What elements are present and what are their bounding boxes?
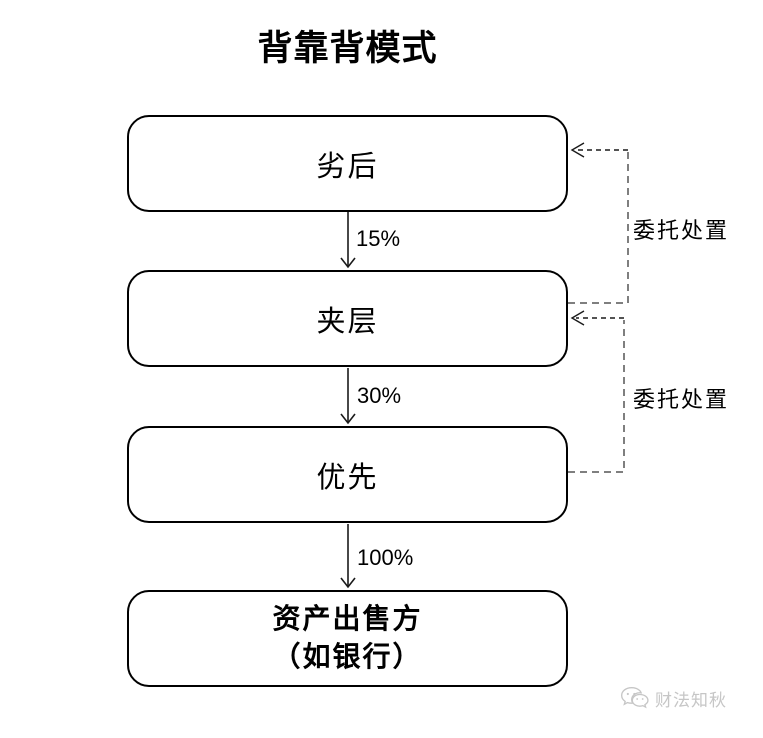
entrust-connector-2-arrow (570, 310, 624, 326)
watermark-text: 财法知秋 (655, 691, 727, 710)
flow-arrow-senior-to-seller (340, 524, 356, 589)
node-asset-seller-label-line2: （如银行） (272, 641, 423, 673)
flow-arrow-subordinate-to-mezzanine (340, 212, 356, 269)
flow-label-15pct: 15% (356, 226, 401, 251)
node-subordinate-label: 劣后 (316, 150, 379, 183)
node-mezzanine: 夹层 (127, 270, 568, 367)
flow-arrow-mezzanine-to-senior (340, 368, 356, 425)
wechat-icon (620, 686, 649, 709)
node-asset-seller-label-line1: 资产出售方 (272, 603, 423, 635)
node-senior: 优先 (127, 426, 568, 523)
watermark: 财法知秋 (620, 686, 727, 711)
node-asset-seller: 资产出售方 （如银行） (127, 590, 568, 687)
diagram-title: 背靠背模式 (257, 29, 438, 68)
entrust-connector-1-arrow (570, 142, 628, 158)
flow-label-100pct: 100% (357, 545, 414, 570)
entrust-label-1: 委托处置 (633, 218, 730, 243)
node-senior-label: 优先 (316, 461, 379, 494)
node-subordinate: 劣后 (127, 115, 568, 212)
entrust-connector-1-source-line (568, 152, 629, 304)
flow-label-30pct: 30% (357, 383, 402, 408)
entrust-label-2: 委托处置 (633, 387, 730, 412)
entrust-connector-2-source-line (568, 320, 625, 473)
node-mezzanine-label: 夹层 (316, 305, 379, 338)
